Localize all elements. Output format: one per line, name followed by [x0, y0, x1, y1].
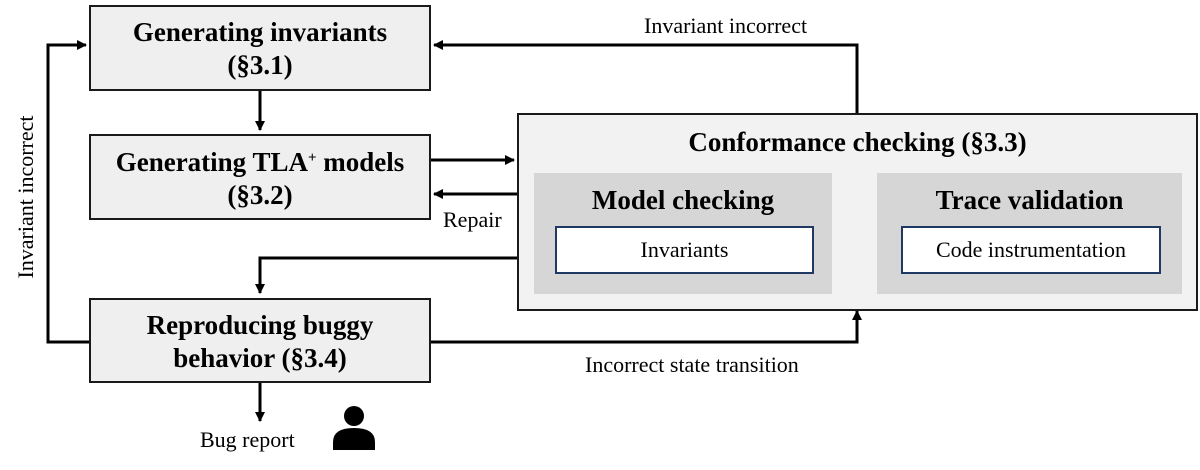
conformance-checking-box: Conformance checking (§3.3) Model checki…	[517, 113, 1198, 311]
generating-invariants-box: Generating invariants (§3.1)	[89, 5, 431, 91]
conformance-checking-title: Conformance checking (§3.3)	[688, 127, 1027, 157]
tla-title-text: Generating TLA	[115, 147, 308, 177]
invariants-box: Invariants	[555, 226, 814, 274]
arrow-invariant-incorrect-left	[46, 40, 90, 344]
code-instrumentation-label: Code instrumentation	[935, 237, 1127, 262]
generating-invariants-title: Generating invariants	[132, 17, 388, 47]
repair-label: Repair	[443, 207, 502, 232]
arrow-conformance-to-reproducing	[255, 256, 517, 294]
arrow-invariant-incorrect-top	[433, 40, 859, 113]
trace-validation-title: Trace validation	[935, 185, 1124, 215]
reproducing-buggy-behavior-box: Reproducing buggy behavior (§3.4)	[89, 298, 431, 383]
tla-plus-superscript: +	[307, 150, 317, 166]
generating-tla-models-section: (§3.2)	[227, 180, 293, 210]
model-checking-title: Model checking	[591, 185, 775, 215]
code-instrumentation-box: Code instrumentation	[901, 226, 1161, 274]
model-checking-panel: Model checking Invariants	[534, 173, 832, 294]
bug-report-label: Bug report	[200, 427, 295, 452]
generating-tla-models-title: Generating TLA+ models	[91, 146, 429, 179]
generating-tla-models-box: Generating TLA+ models (§3.2)	[89, 134, 431, 220]
arrow-incorrect-state-transition	[431, 310, 862, 344]
trace-validation-panel: Trace validation Code instrumentation	[877, 173, 1182, 294]
invariant-incorrect-left-label: Invariant incorrect	[13, 115, 38, 279]
incorrect-state-transition-label: Incorrect state transition	[585, 352, 799, 377]
person-icon	[333, 406, 375, 450]
invariant-incorrect-top-label: Invariant incorrect	[644, 13, 808, 38]
generating-invariants-section: (§3.1)	[227, 50, 293, 80]
reproducing-title: Reproducing buggy	[146, 310, 374, 340]
invariants-label: Invariants	[640, 237, 729, 262]
tla-title-suffix: models	[316, 147, 405, 177]
reproducing-section: behavior (§3.4)	[173, 343, 347, 373]
